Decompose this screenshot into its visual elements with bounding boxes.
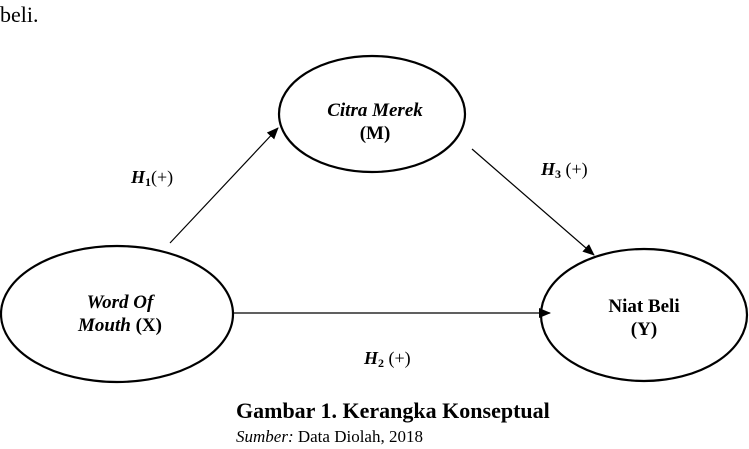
node-mediator-ellipse bbox=[277, 54, 467, 174]
dependent-code: (Y) bbox=[630, 319, 658, 340]
dependent-name: Niat Beli bbox=[608, 296, 680, 317]
node-independent-label: Word Of Mouth (X) bbox=[40, 291, 200, 337]
hypothesis-h2-label: H2 (+) bbox=[364, 348, 411, 370]
node-independent-ellipse bbox=[0, 244, 235, 384]
independent-code: (X) bbox=[130, 315, 162, 336]
hypothesis-h1-label: H1(+) bbox=[131, 167, 174, 189]
arrow-h3 bbox=[471, 148, 595, 256]
independent-name-cont: Mouth bbox=[78, 315, 131, 336]
figure-caption-source: Sumber: Data Diolah, 2018 bbox=[236, 427, 423, 447]
node-mediator-label: Citra Merek (M) bbox=[290, 99, 460, 145]
source-label: Sumber: bbox=[236, 427, 294, 446]
node-dependent-label: Niat Beli (Y) bbox=[564, 295, 724, 341]
source-text: Data Diolah, 2018 bbox=[293, 427, 423, 446]
arrow-h1 bbox=[169, 127, 279, 244]
figure-caption-title: Gambar 1. Kerangka Konseptual bbox=[236, 398, 550, 423]
leading-text: beli. bbox=[0, 2, 39, 27]
hypothesis-h3-label: H3 (+) bbox=[541, 159, 588, 181]
independent-name: Word Of bbox=[86, 292, 154, 313]
mediator-name: Citra Merek bbox=[327, 100, 423, 121]
mediator-code: (M) bbox=[359, 123, 391, 144]
